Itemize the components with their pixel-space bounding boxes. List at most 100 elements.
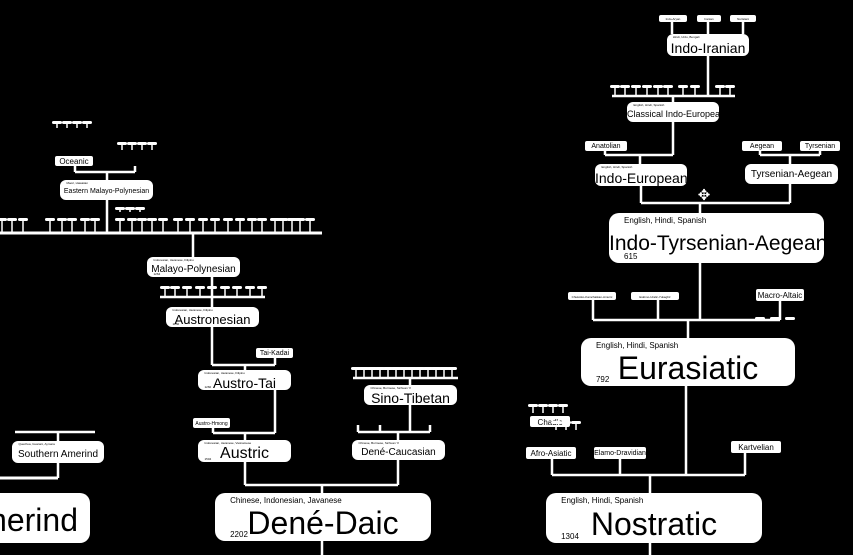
leaf-node[interactable]	[198, 218, 208, 221]
leaf-node[interactable]	[770, 317, 780, 320]
leaf-node[interactable]	[52, 121, 62, 124]
node-iranian[interactable]: Iranian	[697, 15, 721, 22]
leaf-node[interactable]	[678, 85, 688, 88]
leaf-node[interactable]	[423, 367, 433, 370]
leaf-node[interactable]	[135, 207, 145, 210]
leaf-node[interactable]	[137, 218, 147, 221]
leaf-node[interactable]	[82, 121, 92, 124]
leaf-node[interactable]	[558, 404, 568, 407]
leaf-node[interactable]	[399, 367, 409, 370]
leaf-node[interactable]	[160, 286, 170, 289]
leaf-node[interactable]	[115, 207, 125, 210]
leaf-node[interactable]	[270, 218, 280, 221]
leaf-node[interactable]	[383, 367, 393, 370]
leaf-node[interactable]	[158, 218, 168, 221]
leaf-node[interactable]	[72, 121, 82, 124]
leaf-node[interactable]	[295, 218, 305, 221]
leaf-node[interactable]	[117, 142, 127, 145]
leaf-node[interactable]	[80, 218, 90, 221]
node-ckamuric[interactable]: Chukotko-Kamchatkan-Amuric	[568, 292, 616, 300]
leaf-node[interactable]	[147, 142, 157, 145]
leaf-node[interactable]	[57, 218, 67, 221]
leaf-node[interactable]	[755, 317, 765, 320]
leaf-node[interactable]	[620, 85, 630, 88]
leaf-node[interactable]	[359, 367, 369, 370]
leaf-node[interactable]	[725, 85, 735, 88]
node-tyrsenian[interactable]: Tyrsenian	[800, 141, 840, 151]
node-tai-kadai[interactable]: Tai-Kadai	[256, 348, 293, 358]
leaf-node[interactable]	[447, 367, 457, 370]
leaf-node[interactable]	[62, 121, 72, 124]
leaf-node[interactable]	[182, 286, 192, 289]
leaf-node[interactable]	[257, 218, 267, 221]
leaf-node[interactable]	[247, 218, 257, 221]
leaf-node[interactable]	[207, 286, 217, 289]
node-kartvelian[interactable]: Kartvelian	[731, 441, 781, 453]
leaf-node[interactable]	[287, 218, 297, 221]
leaf-node[interactable]	[538, 404, 548, 407]
leaf-node[interactable]	[127, 218, 137, 221]
node-tyrsenian-aegean[interactable]: Tyrsenian-Aegean	[745, 164, 838, 184]
leaf-node[interactable]	[631, 85, 641, 88]
leaf-node[interactable]	[561, 421, 571, 424]
leaf-node[interactable]	[375, 367, 385, 370]
node-euy[interactable]: Eskimo-Uralic-Yukaghir	[631, 292, 679, 300]
leaf-node[interactable]	[407, 367, 417, 370]
leaf-node[interactable]	[127, 142, 137, 145]
leaf-node[interactable]	[305, 218, 315, 221]
leaf-node[interactable]	[18, 218, 28, 221]
leaf-node[interactable]	[7, 218, 17, 221]
leaf-node[interactable]	[571, 421, 581, 424]
leaf-node[interactable]	[439, 367, 449, 370]
leaf-node[interactable]	[220, 286, 230, 289]
leaf-node[interactable]	[653, 85, 663, 88]
leaf-node[interactable]	[137, 142, 147, 145]
leaf-node[interactable]	[173, 218, 183, 221]
leaf-node[interactable]	[642, 85, 652, 88]
leaf-node[interactable]	[245, 286, 255, 289]
leaf-node[interactable]	[415, 367, 425, 370]
leaf-node[interactable]	[367, 367, 377, 370]
leaf-node[interactable]	[785, 317, 795, 320]
leaf-node[interactable]	[147, 218, 157, 221]
leaf-node[interactable]	[90, 218, 100, 221]
node-aegean[interactable]: Aegean	[742, 141, 782, 151]
leaf-node[interactable]	[610, 85, 620, 88]
leaf-node[interactable]	[431, 367, 441, 370]
node-elamo-dravidian[interactable]: Elamo-Dravidian	[594, 447, 646, 459]
leaf-node[interactable]	[195, 286, 205, 289]
leaf-node[interactable]	[115, 218, 125, 221]
leaf-node[interactable]	[690, 85, 700, 88]
leaf-node[interactable]	[210, 218, 220, 221]
leaf-node[interactable]	[257, 286, 267, 289]
leaf-node[interactable]	[278, 218, 288, 221]
leaf-node[interactable]	[67, 218, 77, 221]
leaf-node[interactable]	[0, 218, 7, 221]
leaf-node[interactable]	[235, 218, 245, 221]
leaf-node[interactable]	[45, 218, 55, 221]
leaf-node[interactable]	[528, 404, 538, 407]
leaf-node[interactable]	[715, 85, 725, 88]
node-oceanic[interactable]: Oceanic	[55, 156, 93, 166]
node-afro-asiatic[interactable]: Afro-Asiatic	[526, 447, 576, 459]
leaf-node[interactable]	[351, 367, 361, 370]
leaf-node[interactable]	[223, 218, 233, 221]
leaf-node[interactable]	[391, 367, 401, 370]
leaf-node[interactable]	[232, 286, 242, 289]
node-macro-altaic[interactable]: Macro-Altaic	[756, 289, 804, 301]
node-indo-aryan[interactable]: Indo-Aryan	[659, 15, 687, 22]
leaf-node[interactable]	[185, 218, 195, 221]
leaf-node[interactable]	[551, 421, 561, 424]
